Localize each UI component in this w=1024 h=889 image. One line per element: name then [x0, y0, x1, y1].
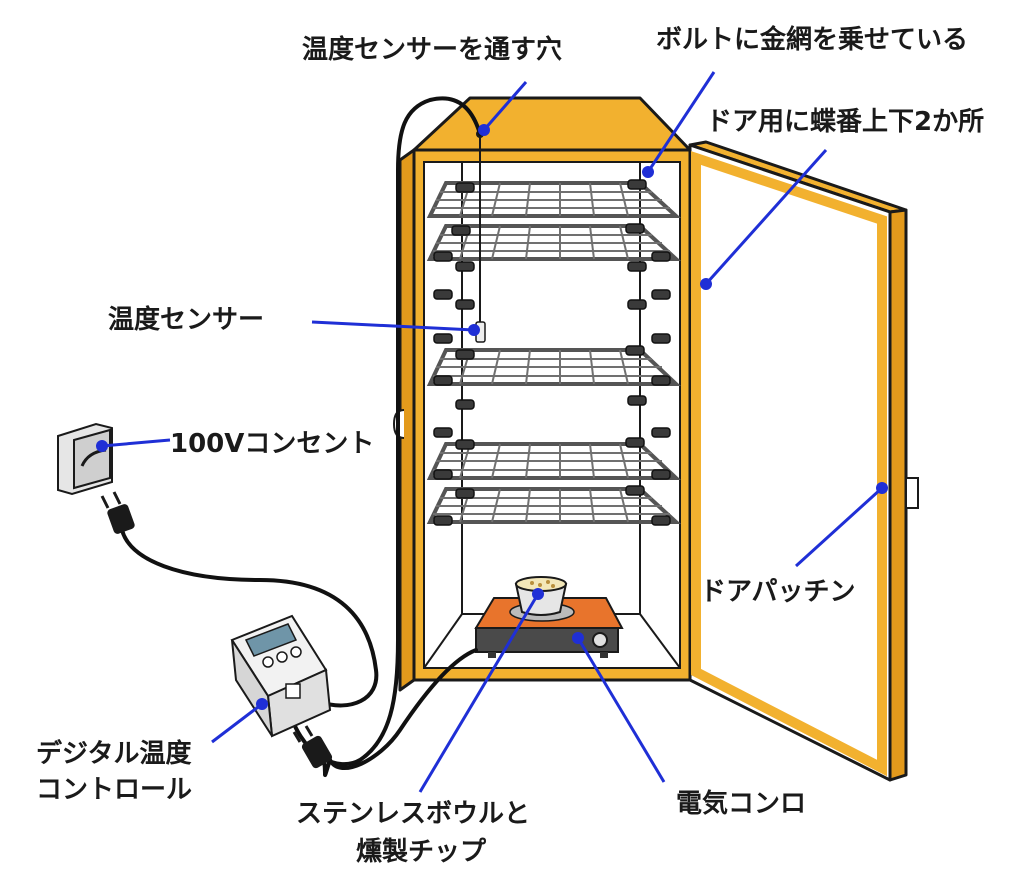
floor-edge — [639, 613, 681, 669]
latch-icon — [905, 477, 919, 509]
mesh-rack — [426, 224, 682, 261]
label-stove: 電気コンロ — [676, 788, 806, 819]
label-door-latch: ドアパッチン — [700, 577, 855, 607]
cabinet-door — [688, 140, 919, 782]
label-outlet: 100Vコンセント — [170, 429, 374, 459]
mesh-racks — [426, 181, 682, 524]
door-side — [888, 208, 908, 782]
plug-icon — [292, 725, 333, 769]
controller-icon — [230, 614, 332, 738]
mesh-rack — [426, 181, 682, 218]
label-bowl-line2: 燻製チップ — [356, 837, 487, 867]
label-hinges: ドア用に蝶番上下2か所 — [706, 107, 984, 137]
cabinet-roof — [412, 96, 692, 152]
bolts — [433, 179, 671, 526]
leaders — [96, 71, 888, 793]
outlet-icon — [57, 422, 113, 496]
labels: 温度センサーを通す穴 ボルトに金網を乗せている ドア用に蝶番上下2か所 温度セン… — [36, 24, 984, 867]
plug-icon — [100, 491, 135, 534]
label-controller-line2: コントロール — [36, 775, 192, 805]
floor-edge — [423, 613, 463, 669]
label-sensor-hole: 温度センサーを通す穴 — [302, 34, 562, 65]
label-temp-sensor: 温度センサー — [108, 304, 264, 335]
door-panel — [688, 143, 892, 782]
label-bolt-mesh: ボルトに金網を乗せている — [656, 24, 968, 55]
label-bowl-line1: ステンレスボウルと — [296, 799, 530, 829]
mesh-rack — [426, 442, 682, 480]
mesh-rack — [426, 487, 682, 524]
mesh-rack — [426, 348, 682, 386]
label-controller-line1: デジタル温度 — [36, 738, 191, 769]
cables — [120, 96, 482, 778]
door-frame — [691, 151, 887, 777]
